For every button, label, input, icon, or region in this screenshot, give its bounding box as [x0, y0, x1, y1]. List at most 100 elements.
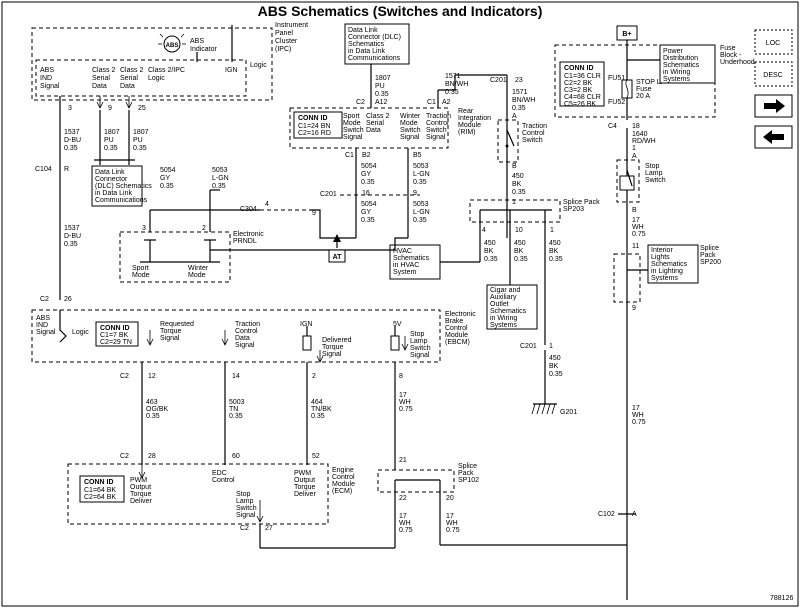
svg-text:in Wiring: in Wiring	[490, 315, 517, 322]
wire-17-a-label: 17 WH 0.75	[632, 217, 646, 238]
svg-text:L-GN: L-GN	[212, 175, 229, 182]
svg-text:Serial: Serial	[120, 75, 138, 82]
wire-17-c-label: 17 WH 0.75	[399, 392, 413, 413]
svg-text:C1=7 BK: C1=7 BK	[100, 332, 129, 339]
svg-text:0.75: 0.75	[632, 419, 646, 426]
svg-text:C102: C102	[598, 511, 615, 518]
svg-text:B: B	[632, 207, 637, 214]
svg-text:FU51: FU51	[608, 75, 625, 82]
wire-450-d-label: 450 BK 0.35	[549, 240, 563, 263]
cigar-outlet-box[interactable]: Cigar and Auxiliary Outlet Schematics in…	[486, 284, 538, 330]
loc-label: LOC	[766, 40, 780, 47]
svg-text:5V: 5V	[393, 321, 402, 328]
svg-text:450: 450	[514, 240, 526, 247]
svg-text:Pack: Pack	[700, 252, 716, 259]
svg-text:0.35: 0.35	[133, 145, 147, 152]
desc-button[interactable]: DESC	[754, 61, 793, 87]
svg-text:22: 22	[399, 495, 407, 502]
svg-text:Data: Data	[366, 127, 381, 134]
power-distribution-box[interactable]: Power Distribution Schematics in Wiring …	[659, 44, 716, 84]
svg-text:in HVAC: in HVAC	[393, 262, 419, 269]
hvac-box[interactable]: HVAC Schematics in HVAC System	[389, 244, 441, 280]
svg-text:Control: Control	[445, 325, 468, 332]
svg-text:WH: WH	[399, 399, 411, 406]
svg-text:1: 1	[549, 343, 553, 350]
svg-text:1571: 1571	[445, 73, 461, 80]
svg-text:Deliver: Deliver	[294, 491, 316, 498]
svg-text:SP102: SP102	[458, 477, 479, 484]
electronic-prndl	[119, 231, 231, 283]
svg-text:1: 1	[632, 145, 636, 152]
svg-text:in Data Link: in Data Link	[348, 48, 385, 55]
svg-text:10: 10	[515, 227, 523, 234]
svg-text:Systems: Systems	[663, 76, 690, 83]
svg-text:9: 9	[312, 210, 316, 217]
wire-17-b-label: 17 WH 0.75	[632, 405, 646, 426]
svg-text:4: 4	[482, 227, 486, 234]
svg-text:450: 450	[484, 240, 496, 247]
svg-text:Splice: Splice	[458, 463, 477, 470]
svg-text:Signal: Signal	[426, 134, 446, 141]
ebcm-module: CONN ID C1=7 BK C2=29 TN ABS IND Signal …	[31, 309, 441, 363]
svg-text:Output: Output	[294, 477, 315, 484]
wire-1807-b-label: 1807 PU 0.35	[133, 129, 149, 152]
svg-text:23: 23	[515, 77, 523, 84]
next-page-button[interactable]	[754, 94, 793, 118]
svg-text:IGN: IGN	[300, 321, 312, 328]
svg-text:5054: 5054	[361, 201, 377, 208]
svg-text:B2: B2	[362, 152, 371, 159]
previous-page-button[interactable]	[754, 125, 793, 149]
svg-text:(RIM): (RIM)	[458, 129, 476, 136]
svg-text:Torque: Torque	[160, 328, 182, 335]
svg-text:5053: 5053	[413, 163, 429, 170]
interior-lights-box[interactable]: Interior Lights Schematics in Lighting S…	[647, 244, 699, 284]
svg-text:IGN: IGN	[225, 67, 237, 74]
svg-text:G201: G201	[560, 409, 577, 416]
svg-text:5053: 5053	[212, 167, 228, 174]
svg-text:Delivered: Delivered	[322, 337, 352, 344]
wire-17-e-label: 17 WH 0.75	[446, 513, 460, 534]
svg-text:A: A	[632, 153, 637, 160]
svg-text:Pack: Pack	[458, 470, 474, 477]
svg-text:Signal: Signal	[400, 134, 420, 141]
svg-text:27: 27	[265, 525, 273, 532]
svg-text:Stop: Stop	[236, 491, 251, 498]
ground-icon	[531, 400, 557, 415]
svg-text:Class 2: Class 2	[366, 113, 389, 120]
svg-text:3: 3	[68, 105, 72, 112]
dlc-top-box[interactable]: Data Link Connector (DLC) Schematics in …	[344, 23, 410, 65]
svg-text:0.75: 0.75	[399, 527, 413, 534]
svg-text:Signal: Signal	[410, 352, 430, 359]
svg-text:L-GN: L-GN	[413, 171, 430, 178]
svg-text:1537: 1537	[64, 225, 80, 232]
wire-450-e-label: 450 BK 0.35	[549, 355, 563, 378]
svg-text:Control: Control	[235, 328, 258, 335]
dlc-left-box[interactable]: Data Link Connector (DLC) Schematics in …	[91, 165, 152, 207]
fuse-conn-id-box: CONN ID C1=36 CLR C2=2 BK C3=2 BK C4=68 …	[559, 61, 605, 108]
svg-text:C2: C2	[120, 373, 129, 380]
svg-text:C201: C201	[320, 191, 337, 198]
svg-text:25: 25	[138, 105, 146, 112]
svg-text:Class 2/IPC: Class 2/IPC	[148, 67, 185, 74]
svg-text:21: 21	[399, 457, 407, 464]
svg-text:C3=2 BK: C3=2 BK	[564, 87, 593, 94]
svg-text:PU: PU	[104, 137, 114, 144]
svg-text:1: 1	[550, 227, 554, 234]
svg-text:Signal: Signal	[343, 134, 363, 141]
wire-450-c-label: 450 BK 0.35	[514, 240, 528, 263]
loc-button[interactable]: LOC	[754, 29, 793, 55]
svg-text:Switch: Switch	[236, 505, 257, 512]
svg-text:26: 26	[64, 296, 72, 303]
svg-text:17: 17	[632, 405, 640, 412]
svg-text:Control: Control	[522, 130, 545, 137]
svg-text:Traction: Traction	[426, 113, 451, 120]
wire-1571-a-label: 1571 BN/WH 0.35	[445, 73, 468, 96]
svg-text:Underhood: Underhood	[720, 59, 755, 66]
svg-text:GY: GY	[361, 209, 371, 216]
svg-text:C5=26 BK: C5=26 BK	[564, 101, 596, 108]
svg-text:Signal: Signal	[235, 342, 255, 349]
svg-text:BK: BK	[484, 248, 494, 255]
svg-text:Communications: Communications	[348, 55, 401, 62]
svg-text:Requested: Requested	[160, 321, 194, 328]
